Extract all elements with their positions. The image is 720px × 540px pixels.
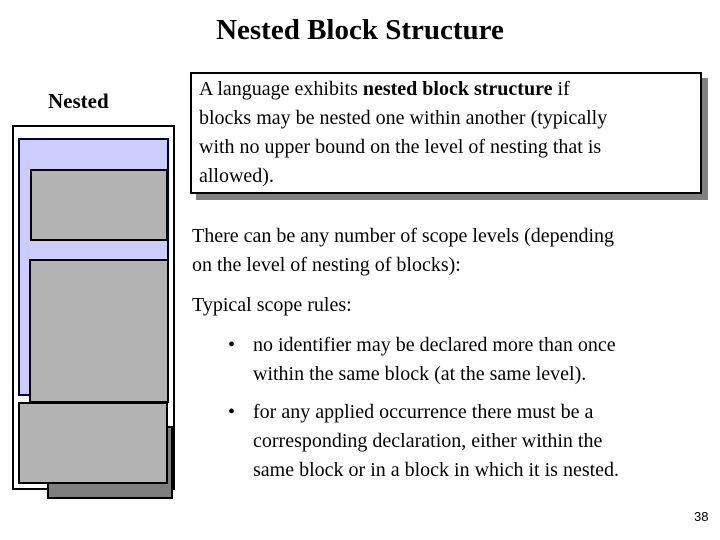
definition-text-tail: if [552, 78, 570, 100]
bullet-text: for any applied occurrence there must be… [253, 401, 620, 481]
definition-box: A language exhibits nested block structu… [190, 72, 702, 194]
definition-text-rest: blocks may be nested one within another … [199, 107, 608, 187]
page-number: 38 [694, 509, 709, 524]
bullet-item: • for any applied occurrence there must … [228, 398, 619, 485]
level2-block-top [30, 169, 168, 241]
paragraph-scope-rules-heading: Typical scope rules: [192, 294, 352, 316]
diagram-label: Nested [48, 89, 109, 113]
bullet-text: no identifier may be declared more than … [253, 334, 616, 385]
bullet-item: • no identifier may be declared more tha… [228, 331, 616, 389]
definition-text-lead: A language exhibits [199, 78, 363, 100]
paragraph-scope-levels: There can be any number of scope levels … [192, 225, 615, 276]
slide-title: Nested Block Structure [216, 14, 504, 46]
level2-block-bottom [18, 402, 168, 484]
level1-block [18, 138, 173, 499]
level2-block-middle [29, 259, 173, 499]
bullet-marker: • [228, 401, 236, 423]
bullet-marker: • [228, 334, 236, 356]
definition-text-bold-term: nested block structure [362, 78, 553, 100]
nested-block-diagram [12, 125, 175, 499]
